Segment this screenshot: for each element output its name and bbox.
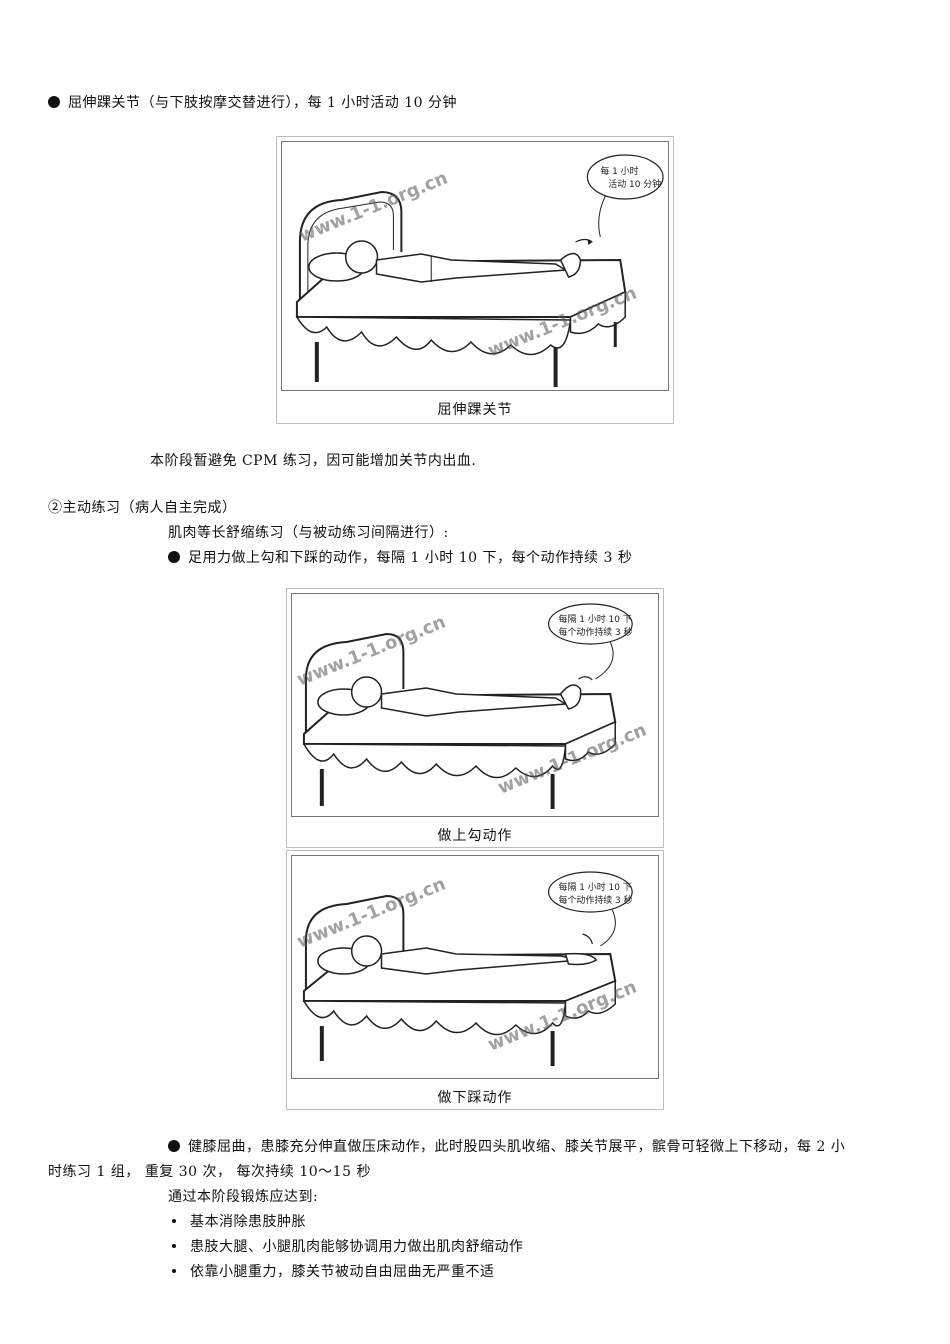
bubble-text-1: 每隔 1 小时 10 下 [559, 613, 632, 625]
figure-ankle-flex: 每 1 小时 活动 10 分钟 www.1-1.org.cn www.1-1.o… [276, 136, 674, 424]
goal-item: 依靠小腿重力，膝关节被动自由屈曲无严重不适 [172, 1261, 495, 1281]
isometric-subheading: 肌肉等长舒缩练习（与被动练习间隔进行）: [168, 525, 449, 541]
bubble-text-2: 活动 10 分钟 [608, 178, 661, 190]
cpm-note: 本阶段暂避免 CPM 练习，因可能增加关节内出血. [150, 453, 477, 469]
bubble-text-2: 每个动作持续 3 秒 [559, 626, 633, 638]
bullet-icon [172, 1219, 176, 1223]
knee-exercise-line-cont: 时练习 1 组， 重复 30 次， 每次持续 10～15 秒 [48, 1164, 371, 1180]
bubble-text-1: 每隔 1 小时 10 下 [559, 881, 632, 893]
figure-plantarflex: 每隔 1 小时 10 下 每个动作持续 3 秒 www.1-1.org.cn w… [286, 850, 664, 1110]
goal-intro: 通过本阶段锻炼应达到: [168, 1189, 319, 1205]
goal-item: 患肢大腿、小腿肌肉能够协调用力做出肌肉舒缩动作 [172, 1236, 524, 1256]
knee-exercise-line: 健膝屈曲，患膝充分伸直做压床动作，此时股四头肌收缩、膝关节展平，髌骨可轻微上下移… [168, 1136, 845, 1156]
illustration-bed-press: 每隔 1 小时 10 下 每个动作持续 3 秒 www.1-1.org.cn w… [291, 855, 659, 1079]
ankle-exercise-line: 屈伸踝关节（与下肢按摩交替进行），每 1 小时活动 10 分钟 [48, 92, 457, 112]
goal-item: 基本消除患肢肿胀 [172, 1211, 306, 1231]
figure-caption: 做上勾动作 [437, 828, 513, 844]
bullet-icon [168, 551, 180, 563]
bubble-text-2: 每个动作持续 3 秒 [559, 894, 633, 906]
illustration-bed-hook: 每隔 1 小时 10 下 每个动作持续 3 秒 www.1-1.org.cn w… [291, 593, 659, 817]
bullet-icon [168, 1140, 180, 1152]
bullet-icon [172, 1244, 176, 1248]
watermark: www.1-1.org.cn [296, 167, 451, 246]
foot-exercise-line: 足用力做上勾和下踩的动作，每隔 1 小时 10 下，每个动作持续 3 秒 [168, 547, 632, 567]
bubble-text-1: 每 1 小时 [600, 165, 638, 177]
illustration-bed-ankle: 每 1 小时 活动 10 分钟 www.1-1.org.cn www.1-1.o… [281, 141, 669, 391]
figure-caption: 屈伸踝关节 [437, 402, 513, 418]
bullet-icon [48, 96, 60, 108]
figure-caption: 做下踩动作 [437, 1090, 513, 1106]
section-heading-active: ②主动练习（病人自主完成） [48, 500, 237, 516]
bullet-icon [172, 1269, 176, 1273]
figure-dorsiflex: 每隔 1 小时 10 下 每个动作持续 3 秒 www.1-1.org.cn w… [286, 588, 664, 848]
